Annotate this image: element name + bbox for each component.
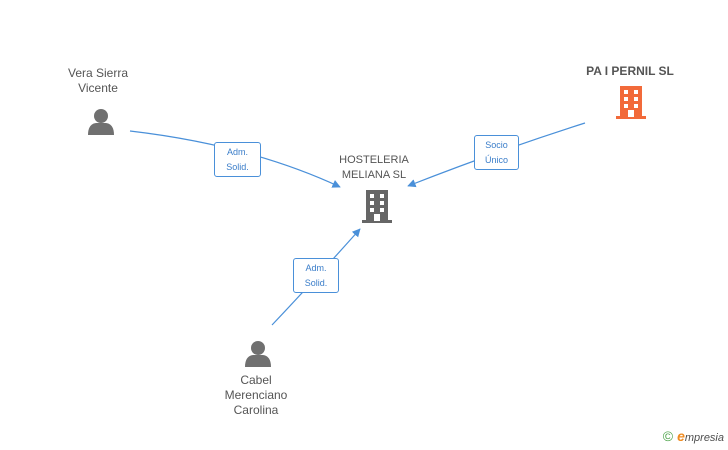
person-name-line: Cabel (240, 373, 272, 387)
edge-label-line: Solid. (226, 162, 249, 172)
company-name-line: HOSTELERIA (339, 154, 409, 166)
building-icon (616, 86, 646, 119)
edge-label-vera: Adm. Solid. (214, 142, 261, 177)
company-name-text: PA I PERNIL SL (586, 64, 674, 78)
building-icon (362, 190, 392, 223)
edge-label-cabel: Adm. Solid. (293, 258, 339, 293)
company-name-line: MELIANA SL (341, 169, 407, 181)
edge-label-line: Adm. (305, 263, 327, 273)
edge-label-line: Único (484, 155, 508, 165)
edge-label-line: Solid. (304, 278, 328, 288)
edge-label-line: Socio (485, 140, 508, 150)
brand-rest: mpresia (684, 432, 724, 444)
person-name-line: Vicente (78, 81, 118, 95)
company-name-paipernil[interactable]: PA I PERNIL SL (570, 64, 690, 79)
person-name-vera[interactable]: Vera Sierra Vicente (48, 66, 148, 96)
person-icon (245, 341, 271, 367)
person-name-line: Merenciano (224, 388, 288, 402)
person-name-cabel[interactable]: Cabel Merenciano Carolina (206, 373, 306, 418)
copyright-symbol: © (662, 428, 674, 444)
edge-label-line: Adm. (226, 147, 248, 157)
person-name-line: Vera Sierra (67, 66, 129, 80)
brand-logo: ©empresia (663, 428, 724, 444)
person-name-line: Carolina (233, 403, 279, 417)
company-name-hosteleria[interactable]: HOSTELERIA MELIANA SL (322, 153, 426, 183)
edge-label-paipernil: Socio Único (474, 135, 519, 170)
brand-e: e (677, 428, 685, 444)
person-icon (88, 109, 114, 135)
